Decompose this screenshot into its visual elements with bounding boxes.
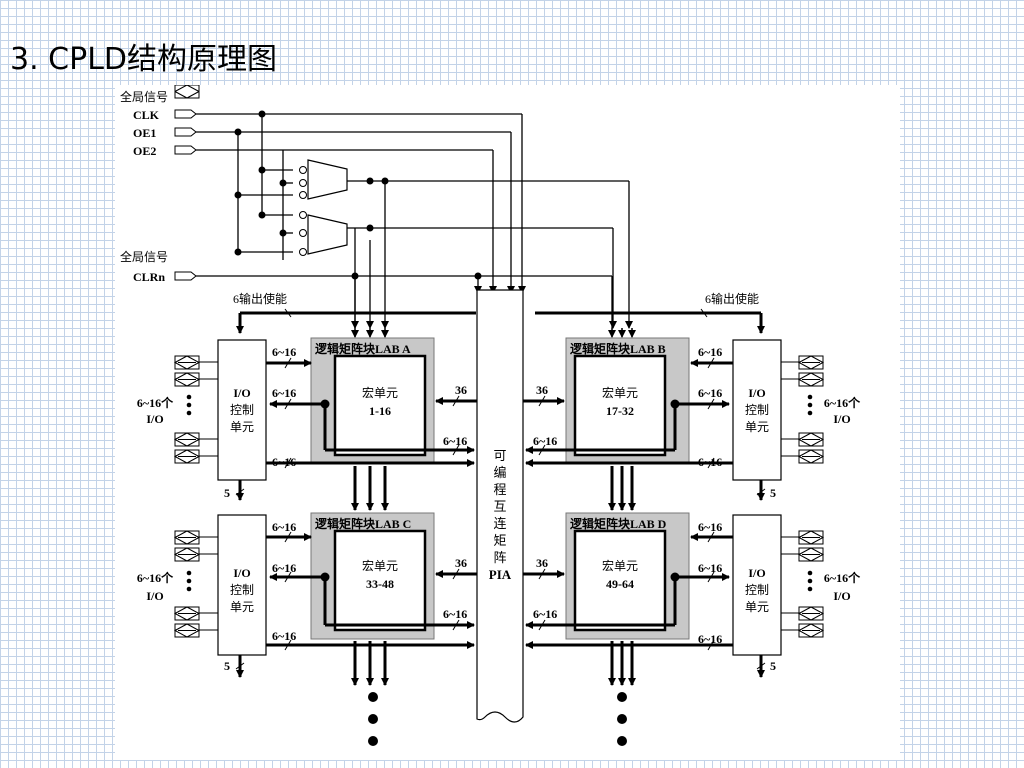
io-ctrl-tl-1: 控制 — [230, 403, 254, 417]
pia-label-3: 互 — [493, 499, 506, 514]
lab-a: 逻辑矩阵块LAB A 宏单元 1-16 — [310, 337, 435, 465]
range-a-2: 6~16 — [272, 386, 296, 400]
range-b-2: 6~16 — [698, 386, 722, 400]
oe-mux-bottom — [307, 214, 348, 255]
lab-b-cells-label: 宏单元 — [602, 385, 638, 400]
io-ctrl-br-2: 单元 — [745, 600, 769, 614]
slide-title: 3. CPLD结构原理图 — [10, 42, 278, 77]
io-ctrl-tl-0: I/O — [233, 386, 250, 400]
range-b-3: 6~16 — [698, 455, 722, 469]
io-ctrl-bl-1: 控制 — [230, 583, 254, 597]
bus5-bl: 5 — [224, 659, 230, 673]
io-count-br-1: I/O — [833, 589, 850, 603]
global-signal-label-bottom: 全局信号 — [120, 249, 168, 264]
io-control-top-left: I/O 控制 单元 — [217, 339, 267, 481]
io-ctrl-bl-0: I/O — [233, 566, 250, 580]
clk-input-pin — [174, 109, 197, 119]
io-count-tl-0: 6~16个 — [137, 395, 174, 410]
lab-b-cells-range: 17-32 — [606, 404, 634, 418]
lab-d: 逻辑矩阵块LAB D 宏单元 49-64 — [565, 512, 690, 640]
global-signal-label-top: 全局信号 — [120, 89, 168, 104]
oe1-input-pin — [174, 127, 197, 137]
range-c-3: 6~16 — [272, 629, 296, 643]
io-count-br-0: 6~16个 — [824, 570, 861, 585]
io-ctrl-tr-0: I/O — [748, 386, 765, 400]
range-a-3: 6~16 — [272, 455, 296, 469]
bus36-c: 36 — [455, 556, 467, 570]
oe2-input-pin — [174, 145, 197, 155]
bus5-tl: 5 — [224, 486, 230, 500]
lab-a-cells-label: 宏单元 — [362, 385, 398, 400]
clk-label: CLK — [133, 108, 160, 122]
pia-label-6: 阵 — [493, 550, 506, 565]
oe1-label: OE1 — [133, 126, 156, 140]
io-ctrl-bl-2: 单元 — [230, 600, 254, 614]
lab-a-cells-range: 1-16 — [369, 404, 391, 418]
pia-label-5: 矩 — [493, 533, 506, 548]
pia-block — [476, 289, 524, 723]
io-control-bottom-left: I/O 控制 单元 — [217, 514, 267, 656]
lab-c-cells-label: 宏单元 — [362, 558, 398, 573]
bus5-br: 5 — [770, 659, 776, 673]
io-count-tr-0: 6~16个 — [824, 395, 861, 410]
lab-d-title: 逻辑矩阵块LAB D — [570, 516, 667, 531]
range-c-4: 6~16 — [443, 607, 467, 621]
io-ctrl-tl-2: 单元 — [230, 420, 254, 434]
pia-label-0: 可 — [493, 448, 506, 463]
lab-d-cells-range: 49-64 — [606, 577, 634, 591]
pia-label-7: PIA — [489, 567, 512, 582]
lab-d-cells-label: 宏单元 — [602, 558, 638, 573]
output-enable-left-label: 6输出使能 — [233, 291, 287, 306]
output-enable-right-label: 6输出使能 — [705, 291, 759, 306]
io-ctrl-br-1: 控制 — [745, 583, 769, 597]
clrn-label: CLRn — [133, 270, 165, 284]
lab-c-cells-range: 33-48 — [366, 577, 394, 591]
io-control-top-right: I/O 控制 单元 — [732, 339, 782, 481]
range-d-1: 6~16 — [698, 520, 722, 534]
io-control-bottom-right: I/O 控制 单元 — [732, 514, 782, 656]
io-count-bl-0: 6~16个 — [137, 570, 174, 585]
range-d-2: 6~16 — [698, 561, 722, 575]
lab-c-title: 逻辑矩阵块LAB C — [315, 516, 411, 531]
bus5-tr: 5 — [770, 486, 776, 500]
range-d-3: 6~16 — [698, 632, 722, 646]
range-a-4: 6~16 — [443, 434, 467, 448]
oe-mux-top — [307, 159, 348, 200]
lab-a-title: 逻辑矩阵块LAB A — [315, 341, 411, 356]
io-count-tr-1: I/O — [833, 412, 850, 426]
bus36-b: 36 — [536, 383, 548, 397]
bus36-d: 36 — [536, 556, 548, 570]
range-d-4: 6~16 — [533, 607, 557, 621]
lab-b: 逻辑矩阵块LAB B 宏单元 17-32 — [565, 337, 690, 465]
oe2-label: OE2 — [133, 144, 156, 158]
pia-label-1: 编 — [493, 465, 506, 480]
lab-b-title: 逻辑矩阵块LAB B — [570, 341, 666, 356]
cpld-architecture-diagram: 全局信号 CLK OE1 OE2 — [115, 84, 900, 760]
io-ctrl-tr-2: 单元 — [745, 420, 769, 434]
io-ctrl-br-0: I/O — [748, 566, 765, 580]
pia-label-4: 连 — [493, 516, 506, 531]
io-count-tl-1: I/O — [146, 412, 163, 426]
lab-c: 逻辑矩阵块LAB C 宏单元 33-48 — [310, 512, 435, 640]
range-c-2: 6~16 — [272, 561, 296, 575]
range-b-4: 6~16 — [533, 434, 557, 448]
io-count-bl-1: I/O — [146, 589, 163, 603]
io-pins-left — [174, 84, 200, 99]
pia-label-2: 程 — [493, 482, 506, 497]
range-a-1: 6~16 — [272, 345, 296, 359]
clrn-input-pin — [174, 271, 197, 281]
range-b-1: 6~16 — [698, 345, 722, 359]
io-ctrl-tr-1: 控制 — [745, 403, 769, 417]
bus36-a: 36 — [455, 383, 467, 397]
range-c-1: 6~16 — [272, 520, 296, 534]
